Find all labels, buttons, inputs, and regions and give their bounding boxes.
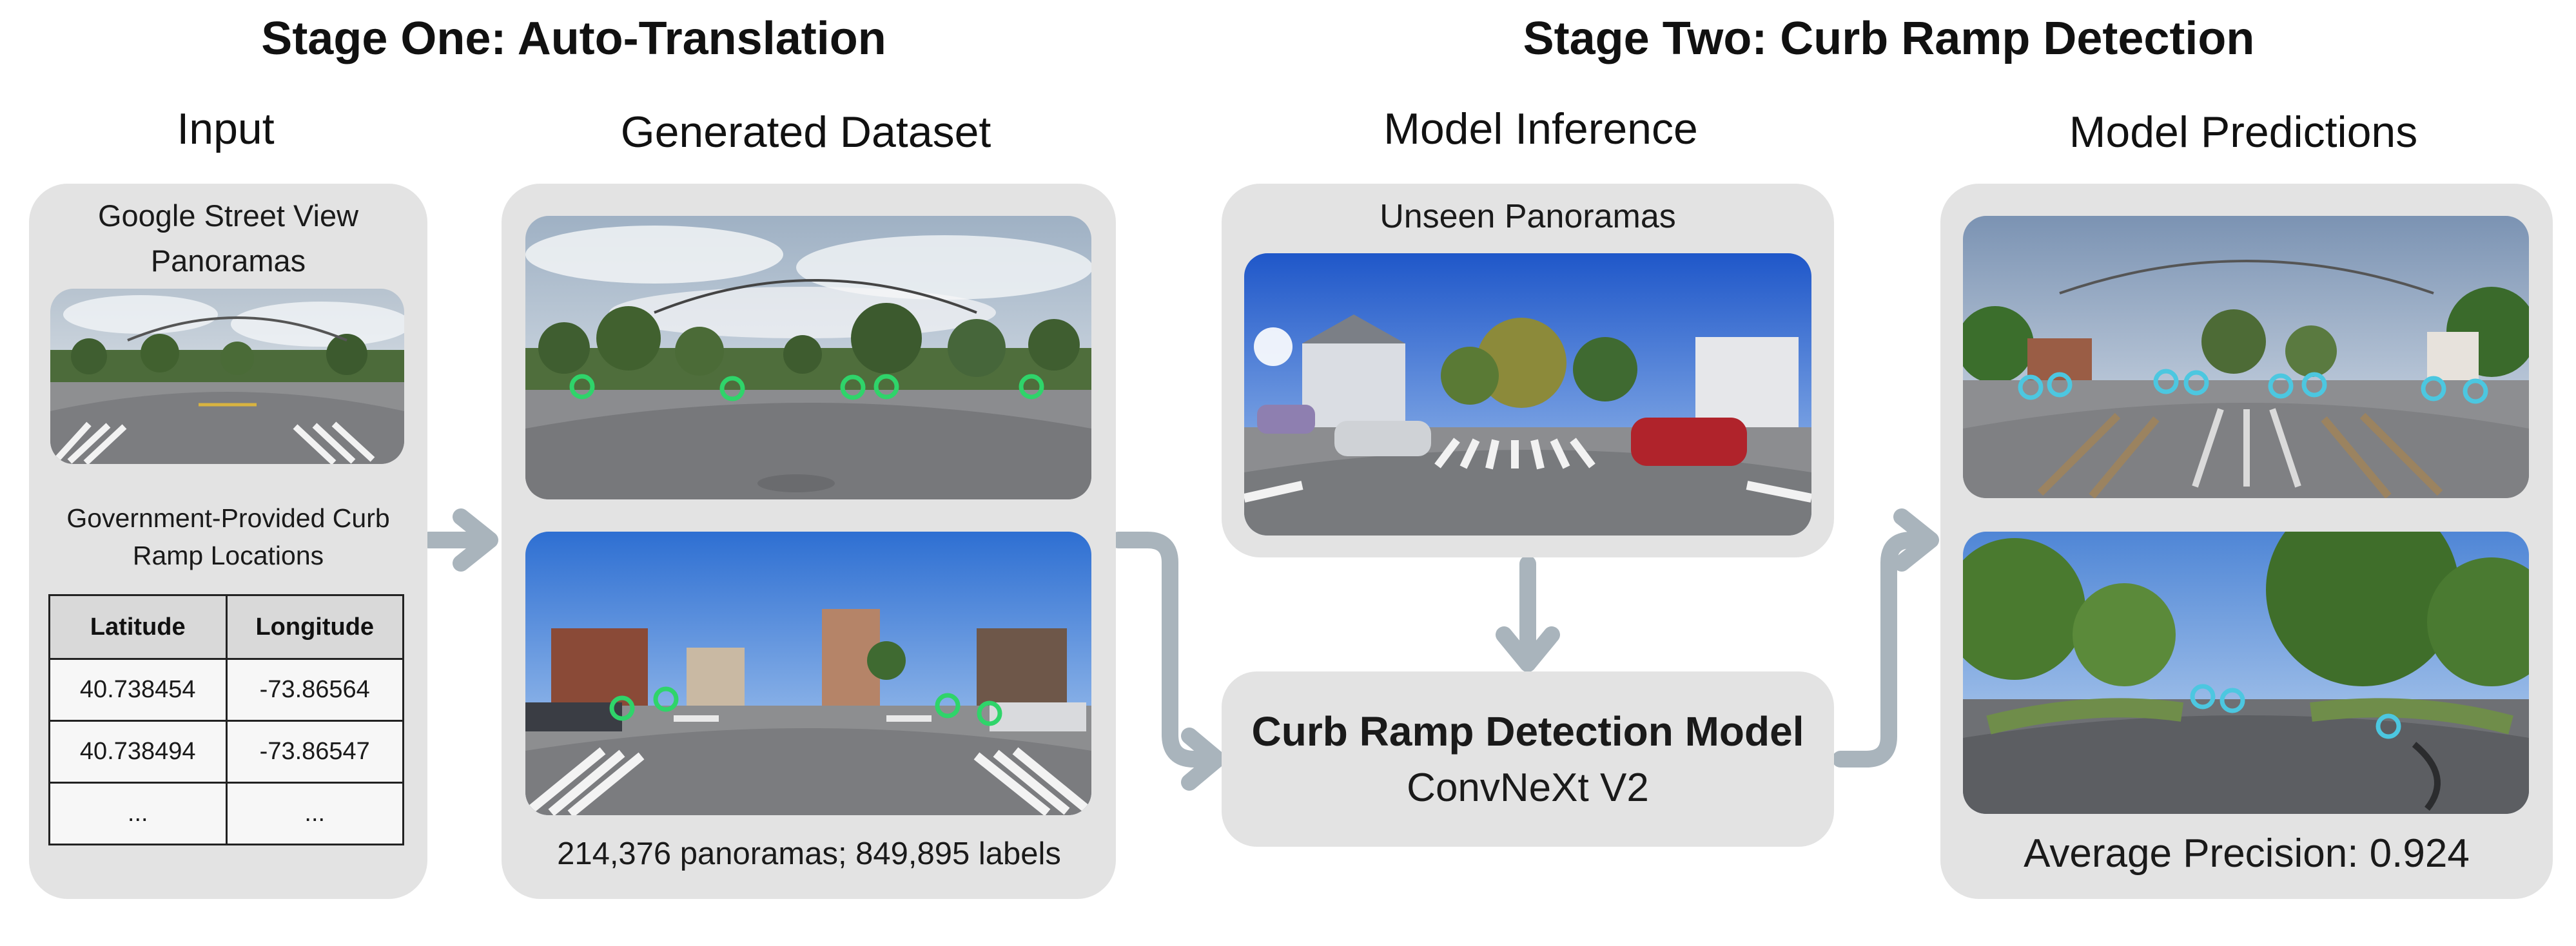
table-row: 40.738454 -73.86564 — [48, 658, 404, 722]
header-latitude: Latitude — [48, 594, 228, 660]
arrow-dataset-to-model — [1110, 532, 1225, 791]
table-row: ... ... — [48, 782, 404, 845]
arrow-input-to-dataset — [420, 508, 498, 572]
stage-one-title: Stage One: Auto-Translation — [261, 13, 886, 64]
gsv-caption: Google Street View Panoramas — [39, 193, 418, 284]
arrow-panoramas-to-model — [1496, 555, 1560, 672]
table-header-row: Latitude Longitude — [48, 594, 404, 660]
table-row: 40.738494 -73.86547 — [48, 720, 404, 784]
gov-caption-line1: Government-Provided Curb — [66, 503, 390, 533]
model-box — [1222, 671, 1834, 847]
dataset-panorama-2 — [525, 532, 1091, 815]
input-panorama — [50, 289, 404, 464]
stage-two-title: Stage Two: Curb Ramp Detection — [1523, 13, 2255, 64]
prediction-panorama-1 — [1963, 216, 2529, 498]
gov-caption-line2: Ramp Locations — [132, 541, 324, 570]
gsv-caption-line2: Panoramas — [150, 244, 306, 278]
unseen-panorama — [1244, 253, 1811, 536]
arrow-model-to-predictions — [1832, 508, 1939, 767]
table-cell: -73.86547 — [225, 720, 404, 784]
unseen-panoramas-caption: Unseen Panoramas — [1380, 198, 1676, 235]
table-cell: -73.86564 — [225, 658, 404, 722]
table-cell: 40.738494 — [48, 720, 228, 784]
dataset-panorama-1 — [525, 216, 1091, 499]
average-precision: Average Precision: 0.924 — [2024, 831, 2470, 876]
table-cell: ... — [225, 782, 404, 845]
header-longitude: Longitude — [225, 594, 404, 660]
gov-caption: Government-Provided Curb Ramp Locations — [39, 499, 418, 574]
dataset-caption: 214,376 panoramas; 849,895 labels — [557, 836, 1061, 871]
prediction-panorama-2 — [1963, 532, 2529, 814]
model-name: Curb Ramp Detection Model — [1251, 708, 1804, 755]
input-title: Input — [177, 104, 275, 153]
model-architecture: ConvNeXt V2 — [1407, 766, 1649, 810]
dataset-title: Generated Dataset — [620, 108, 991, 157]
predictions-title: Model Predictions — [2069, 108, 2418, 157]
curb-ramp-locations-table: Latitude Longitude 40.738454 -73.86564 4… — [48, 594, 404, 845]
inference-title: Model Inference — [1383, 104, 1698, 153]
table-cell: 40.738454 — [48, 658, 228, 722]
table-cell: ... — [48, 782, 228, 845]
gsv-caption-line1: Google Street View — [97, 198, 359, 233]
